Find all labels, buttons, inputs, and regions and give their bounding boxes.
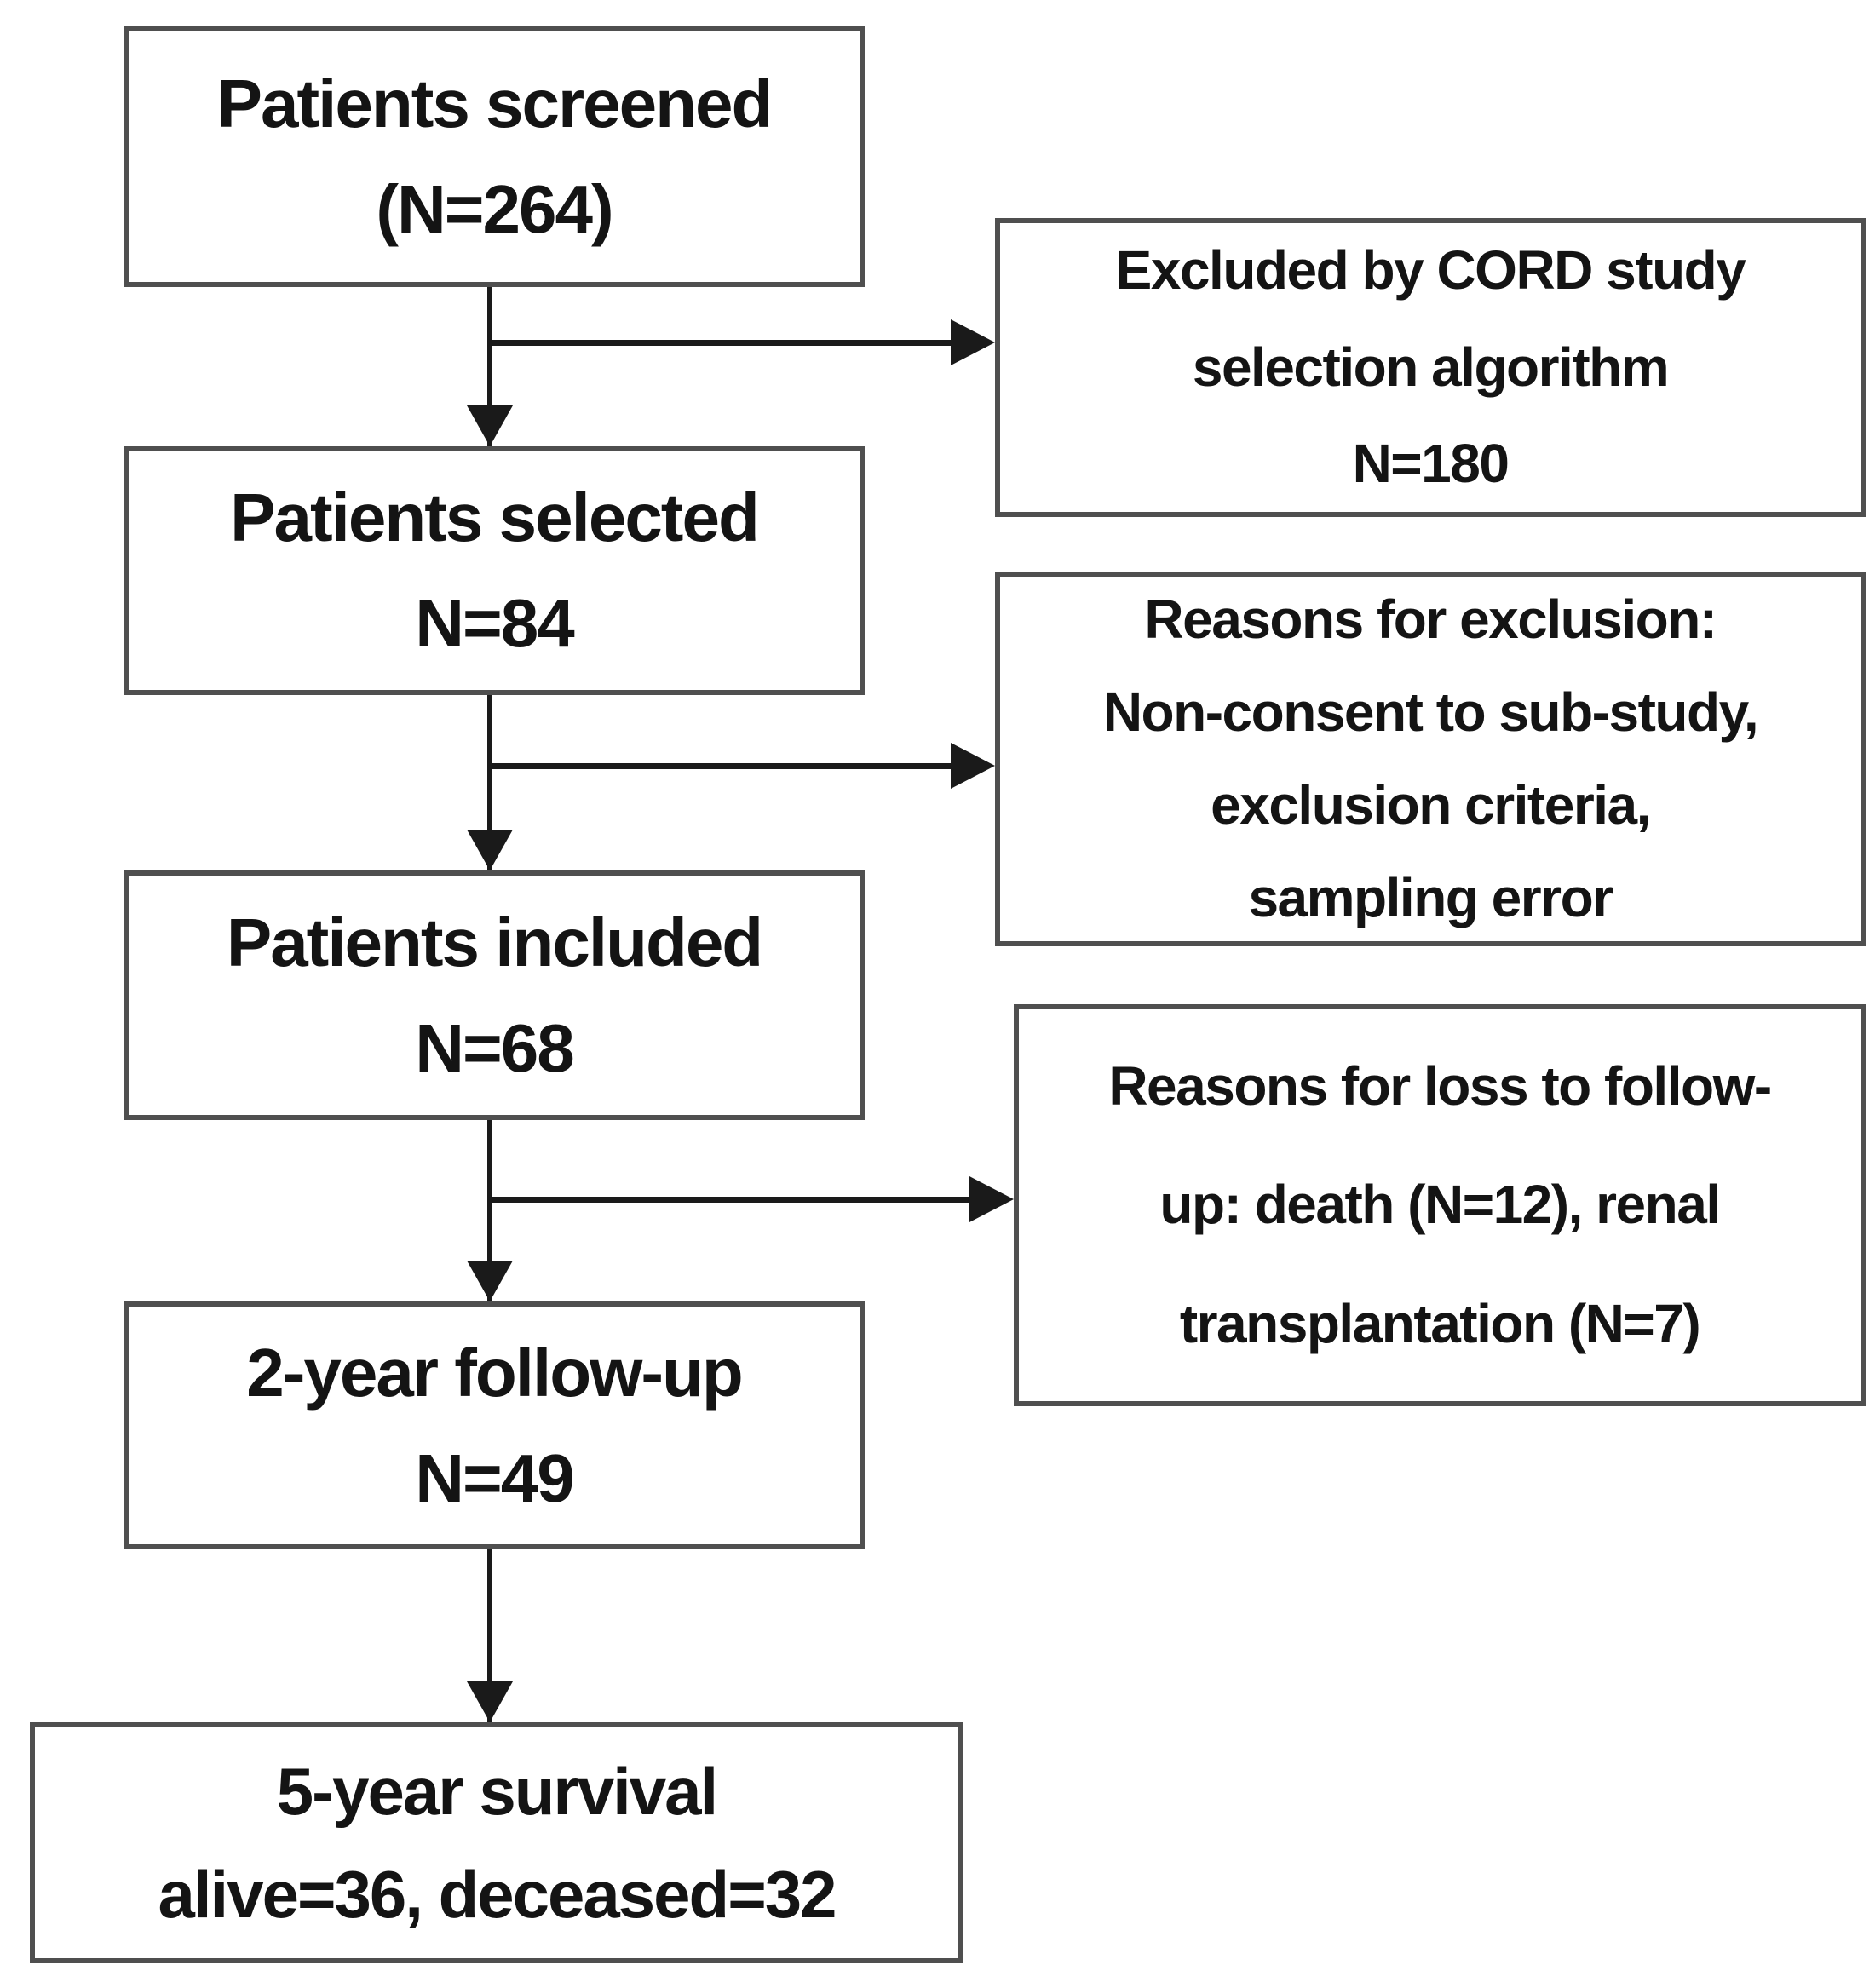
exclusion-line-3: exclusion criteria, xyxy=(1211,774,1651,836)
box-patients-included-count: N=68 xyxy=(415,1009,574,1086)
branch-to-loss-reasons-box xyxy=(487,1197,969,1203)
box-patients-selected: Patients selected N=84 xyxy=(124,446,865,695)
box-patients-screened: Patients screened (N=264) xyxy=(124,26,865,287)
excluded-line-2: selection algorithm xyxy=(1192,336,1670,398)
connector-screened-to-selected xyxy=(487,287,492,446)
loss-line-3: transplantation (N=7) xyxy=(1179,1292,1701,1354)
arrowhead-right-into-loss-reasons-icon xyxy=(969,1176,1014,1222)
box-five-year-survival: 5-year survival alive=36, deceased=32 xyxy=(30,1722,963,1963)
arrowhead-right-into-excluded-icon xyxy=(951,319,995,365)
connector-followup-to-survival xyxy=(487,1549,492,1722)
box-five-year-survival-label: 5-year survival xyxy=(276,1753,718,1829)
excluded-count: N=180 xyxy=(1352,433,1510,495)
box-two-year-follow-up-count: N=49 xyxy=(415,1439,574,1516)
exclusion-line-4: sampling error xyxy=(1248,866,1613,928)
connector-selected-to-included xyxy=(487,695,492,870)
arrowhead-down-into-followup-icon xyxy=(467,1261,513,1301)
exclusion-line-2: Non-consent to sub-study, xyxy=(1102,681,1759,744)
loss-line-1: Reasons for loss to follow- xyxy=(1108,1054,1772,1117)
box-two-year-follow-up: 2-year follow-up N=49 xyxy=(124,1301,865,1549)
box-patients-screened-count: (N=264) xyxy=(376,170,613,247)
box-reasons-for-exclusion: Reasons for exclusion: Non-consent to su… xyxy=(995,572,1866,946)
arrowhead-down-into-included-icon xyxy=(467,830,513,870)
branch-to-exclusion-reasons-box xyxy=(487,763,951,769)
excluded-line-1: Excluded by CORD study xyxy=(1115,238,1746,301)
box-excluded-by-cord-study: Excluded by CORD study selection algorit… xyxy=(995,218,1866,517)
box-patients-included: Patients included N=68 xyxy=(124,870,865,1120)
exclusion-line-1: Reasons for exclusion: xyxy=(1144,589,1717,651)
box-patients-selected-count: N=84 xyxy=(415,585,574,661)
connector-included-to-followup xyxy=(487,1120,492,1301)
box-patients-selected-label: Patients selected xyxy=(230,480,760,555)
branch-to-excluded-box xyxy=(487,340,951,346)
arrowhead-right-into-exclusion-reasons-icon xyxy=(951,743,995,789)
box-patients-screened-label: Patients screened xyxy=(216,65,774,141)
box-five-year-survival-count: alive=36, deceased=32 xyxy=(158,1856,837,1932)
box-patients-included-label: Patients included xyxy=(226,904,763,980)
box-two-year-follow-up-label: 2-year follow-up xyxy=(246,1334,743,1411)
arrowhead-down-into-selected-icon xyxy=(467,405,513,446)
loss-line-2: up: death (N=12), renal xyxy=(1159,1174,1721,1236)
box-reasons-for-loss-to-follow-up: Reasons for loss to follow- up: death (N… xyxy=(1014,1004,1866,1406)
arrowhead-down-into-survival-icon xyxy=(467,1681,513,1722)
